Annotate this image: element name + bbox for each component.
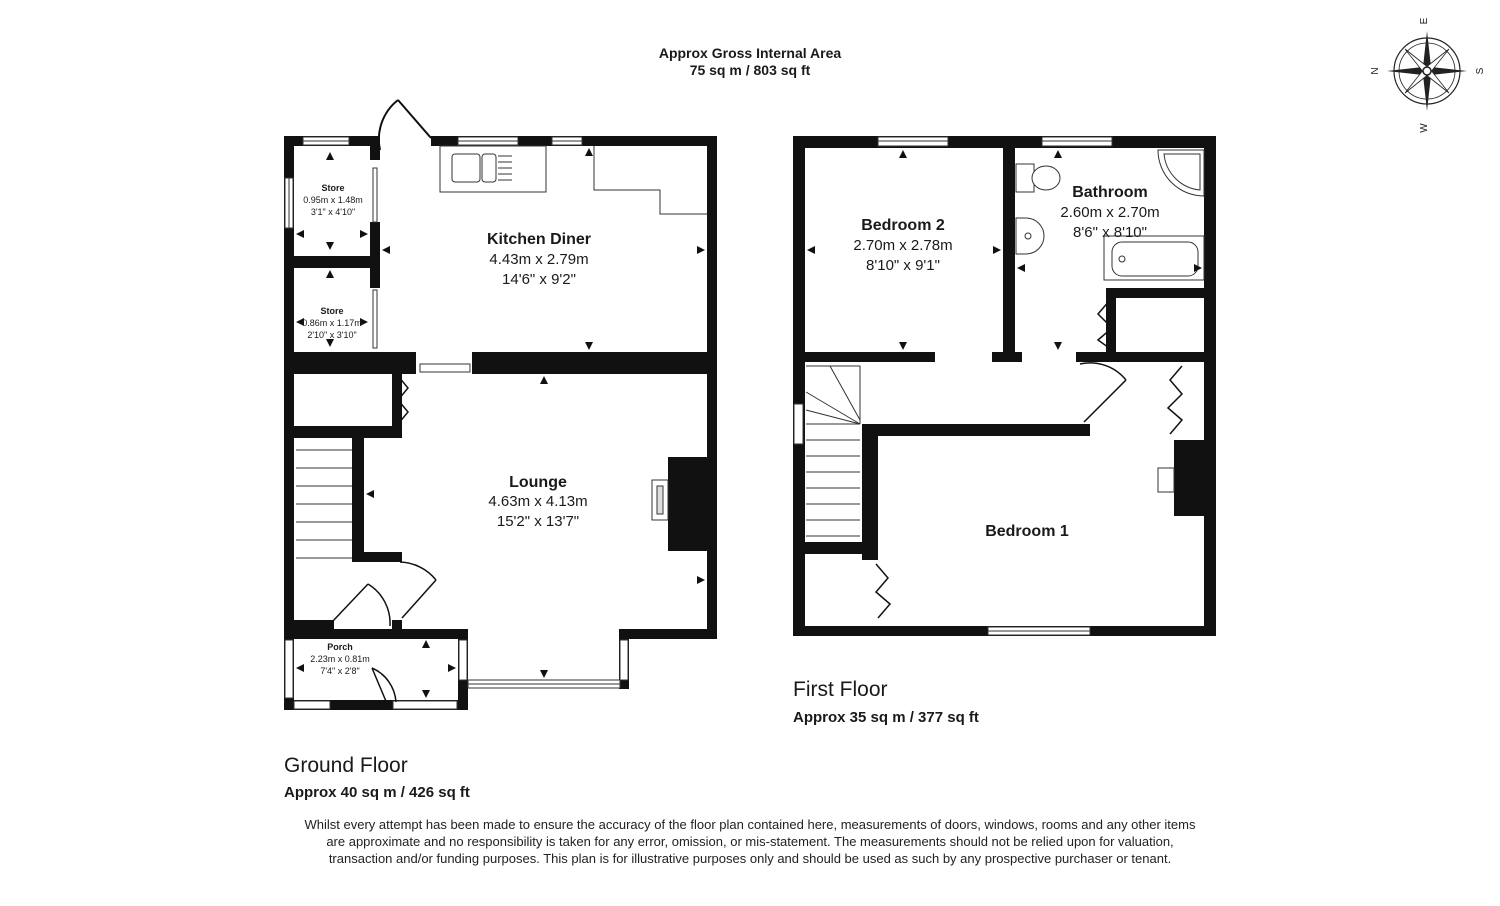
- bedroom2-name: Bedroom 2: [861, 217, 945, 234]
- kitchen-imperial: 14'6" x 9'2": [502, 271, 576, 288]
- store2-metric: 0.86m x 1.17m: [302, 318, 362, 328]
- bathroom-imperial: 8'6" x 8'10": [1073, 224, 1147, 241]
- ground-floor-fixtures: [284, 99, 707, 710]
- compass-rose-icon: E W N S: [1370, 17, 1486, 132]
- porch-metric: 2.23m x 0.81m: [310, 654, 370, 664]
- compass-s-label: S: [1475, 67, 1486, 74]
- gross-area-label: Approx Gross Internal Area: [658, 45, 842, 61]
- first-floor-dimension-markers: [807, 150, 1202, 350]
- ground-floor-title: Ground Floor: [284, 754, 408, 777]
- porch-name: Porch: [327, 642, 353, 652]
- kitchen-metric: 4.43m x 2.79m: [489, 251, 588, 268]
- lounge-imperial: 15'2" x 13'7": [497, 513, 579, 530]
- bedroom2-metric: 2.70m x 2.78m: [853, 237, 952, 254]
- lounge-metric: 4.63m x 4.13m: [488, 493, 587, 510]
- compass-n-label: N: [1370, 67, 1381, 74]
- kitchen-name: Kitchen Diner: [487, 231, 591, 248]
- bedroom2-imperial: 8'10" x 9'1": [866, 257, 940, 274]
- lounge-name: Lounge: [509, 474, 567, 491]
- store1-imperial: 3'1" x 4'10": [311, 207, 355, 217]
- porch-imperial: 7'4" x 2'8": [320, 666, 359, 676]
- gross-area-heading: Approx Gross Internal Area 75 sq m / 803…: [550, 45, 950, 79]
- first-floor-area: Approx 35 sq m / 377 sq ft: [793, 709, 979, 726]
- store1-name: Store: [321, 183, 344, 193]
- bathroom-metric: 2.60m x 2.70m: [1060, 204, 1159, 221]
- store2-name: Store: [320, 306, 343, 316]
- ground-floor-dimension-markers: [296, 148, 705, 698]
- first-floor-fixtures: [793, 136, 1205, 636]
- ground-floor-plan: [284, 136, 717, 710]
- bedroom1-name: Bedroom 1: [985, 523, 1069, 540]
- store2-imperial: 2'10" x 3'10": [307, 330, 356, 340]
- first-floor-title: First Floor: [793, 678, 888, 701]
- compass-w-label: W: [1419, 123, 1430, 133]
- gross-area-value: 75 sq m / 803 sq ft: [689, 62, 811, 78]
- bathroom-name: Bathroom: [1072, 184, 1148, 201]
- ground-floor-area: Approx 40 sq m / 426 sq ft: [284, 784, 470, 801]
- compass-e-label: E: [1419, 17, 1430, 24]
- store1-metric: 0.95m x 1.48m: [303, 195, 363, 205]
- disclaimer-text: Whilst every attempt has been made to en…: [304, 817, 1196, 866]
